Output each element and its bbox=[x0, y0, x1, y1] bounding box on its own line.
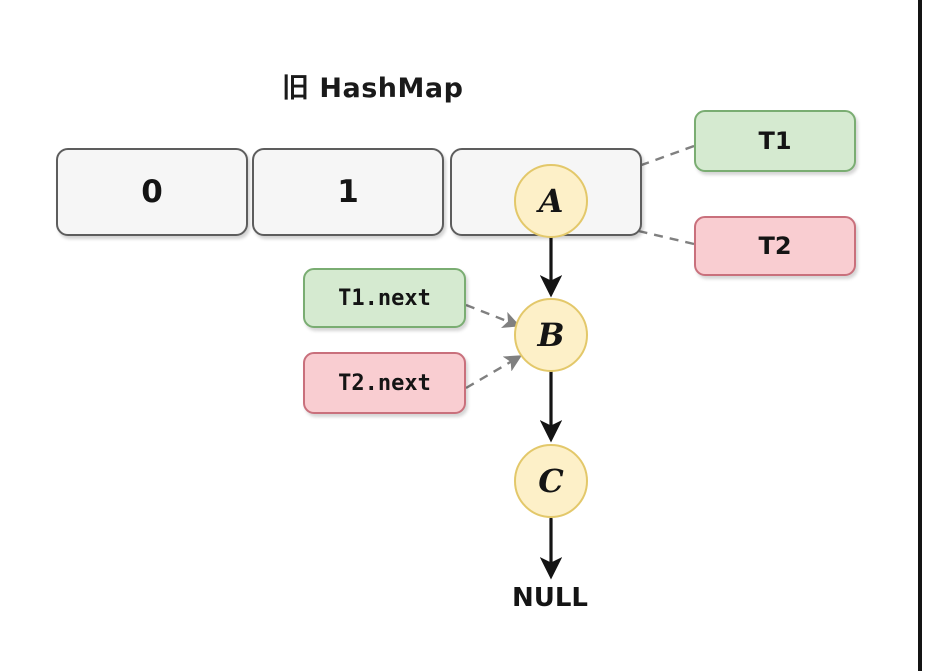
tag-t2-label: T2 bbox=[758, 232, 792, 260]
node-c[interactable]: C bbox=[514, 444, 588, 518]
tag-t2[interactable]: T2 bbox=[694, 216, 856, 276]
tag-t1-next[interactable]: T1.next bbox=[303, 268, 466, 328]
node-b[interactable]: B bbox=[514, 298, 588, 372]
terminal-null: NULL bbox=[494, 583, 606, 613]
bucket-cell-0[interactable]: 0 bbox=[56, 148, 248, 236]
node-a-label: A bbox=[538, 182, 564, 220]
node-a[interactable]: A bbox=[514, 164, 588, 238]
pointer-t2next-to-b bbox=[465, 355, 522, 390]
bucket-cell-1[interactable]: 1 bbox=[252, 148, 444, 236]
right-edge-rule bbox=[918, 0, 922, 671]
bucket-cell-1-label: 1 bbox=[337, 174, 359, 210]
tag-t1-next-label: T1.next bbox=[338, 285, 431, 311]
node-b-label: B bbox=[537, 316, 565, 354]
terminal-null-label: NULL bbox=[511, 583, 588, 613]
tag-t1[interactable]: T1 bbox=[694, 110, 856, 172]
tag-t2-next[interactable]: T2.next bbox=[303, 352, 466, 414]
bucket-cell-0-label: 0 bbox=[141, 174, 163, 210]
diagram-title: 旧 HashMap bbox=[282, 73, 464, 104]
node-c-label: C bbox=[538, 462, 564, 500]
tag-t1-label: T1 bbox=[758, 127, 792, 155]
pointer-t1next-to-b bbox=[465, 303, 521, 328]
tag-t2-next-label: T2.next bbox=[338, 370, 431, 396]
